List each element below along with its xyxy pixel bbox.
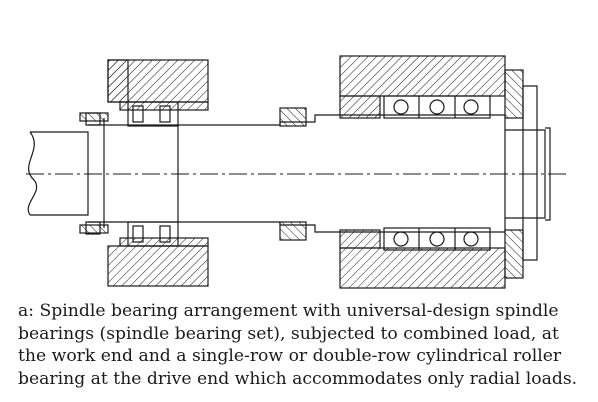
spindle-bearing-diagram bbox=[26, 55, 568, 289]
spindle-bearing-set bbox=[383, 95, 491, 251]
right-housing bbox=[339, 55, 538, 289]
cylindrical-roller-bearing bbox=[85, 101, 179, 247]
left-housing bbox=[79, 59, 209, 287]
shaft bbox=[27, 114, 551, 233]
figure-caption: a: Spindle bearing arrangement with univ… bbox=[18, 301, 578, 389]
shaft-nut bbox=[279, 107, 307, 241]
